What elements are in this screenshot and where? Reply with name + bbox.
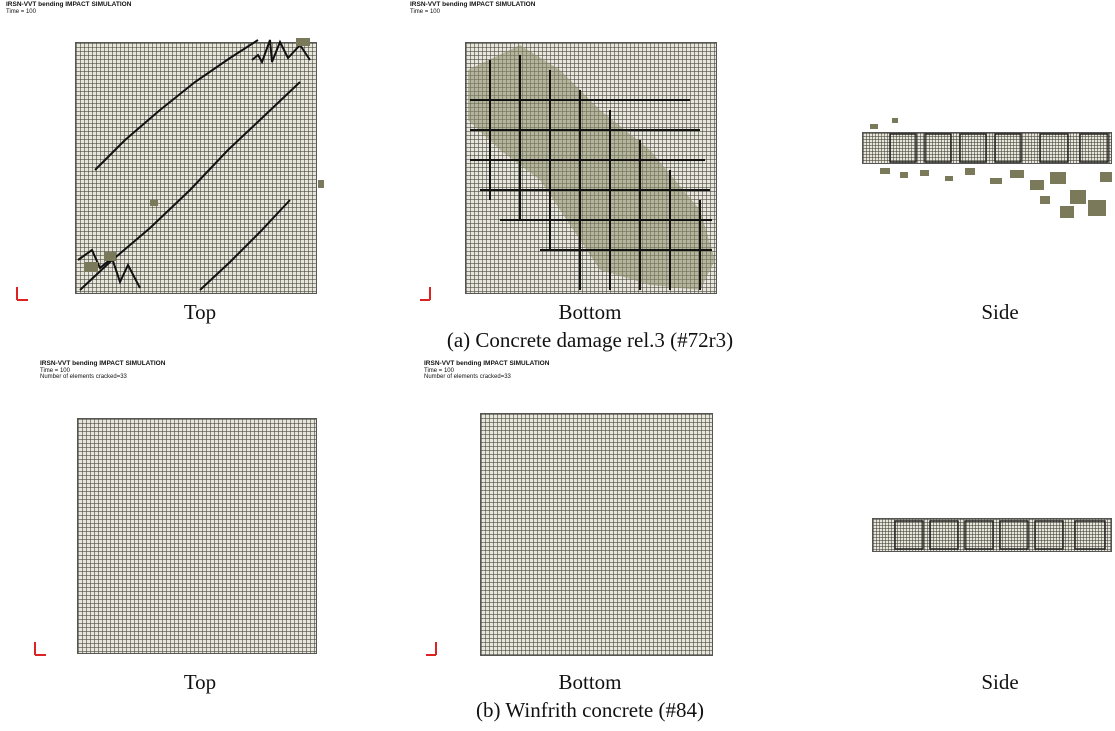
caption-b: (b) Winfrith concrete (#84)	[476, 698, 704, 722]
view-label-bottom: Bottom	[558, 670, 622, 694]
mesh-plate-b-top	[77, 418, 317, 654]
mesh-plate-b-bottom	[480, 413, 713, 656]
view-label-top: Top	[183, 670, 217, 694]
sim-time: Time = 100	[410, 8, 440, 15]
sim-header-b-top: IRSN-VVT bending IMPACT SIMULATION Time …	[40, 360, 166, 381]
mesh-plate-a-top	[75, 42, 317, 294]
axis-triad-b-top	[34, 642, 46, 656]
view-label-side: Side	[981, 300, 1019, 324]
view-label-bottom: Bottom	[558, 300, 622, 324]
caption-a: (a) Concrete damage rel.3 (#72r3)	[446, 328, 734, 352]
sim-time: Time = 100	[424, 367, 454, 374]
axis-triad-b-bottom	[426, 642, 437, 656]
sim-title: IRSN-VVT bending IMPACT SIMULATION	[410, 1, 536, 8]
sim-title: IRSN-VVT bending IMPACT SIMULATION	[40, 360, 166, 367]
sim-header-b-bottom: IRSN-VVT bending IMPACT SIMULATION Time …	[424, 360, 550, 381]
sim-cracked: Number of elements cracked=33	[40, 374, 127, 380]
sim-title: IRSN-VVT bending IMPACT SIMULATION	[424, 360, 550, 367]
sim-cracked: Number of elements cracked=33	[424, 374, 511, 380]
view-label-top: Top	[183, 300, 217, 324]
mesh-beam-a-side	[862, 132, 1112, 164]
axis-triad-a-bottom	[420, 287, 431, 301]
mesh-beam-b-side	[872, 518, 1112, 552]
axis-triad-a-top	[16, 287, 28, 301]
sim-header-a-bottom: IRSN-VVT bending IMPACT SIMULATION Time …	[410, 1, 536, 15]
sim-time: Time = 100	[40, 367, 70, 374]
sim-header-a-top: IRSN-VVT bending IMPACT SIMULATION Time …	[6, 1, 132, 15]
view-label-side: Side	[981, 670, 1019, 694]
sim-time: Time = 100	[6, 8, 36, 15]
sim-title: IRSN-VVT bending IMPACT SIMULATION	[6, 1, 132, 8]
